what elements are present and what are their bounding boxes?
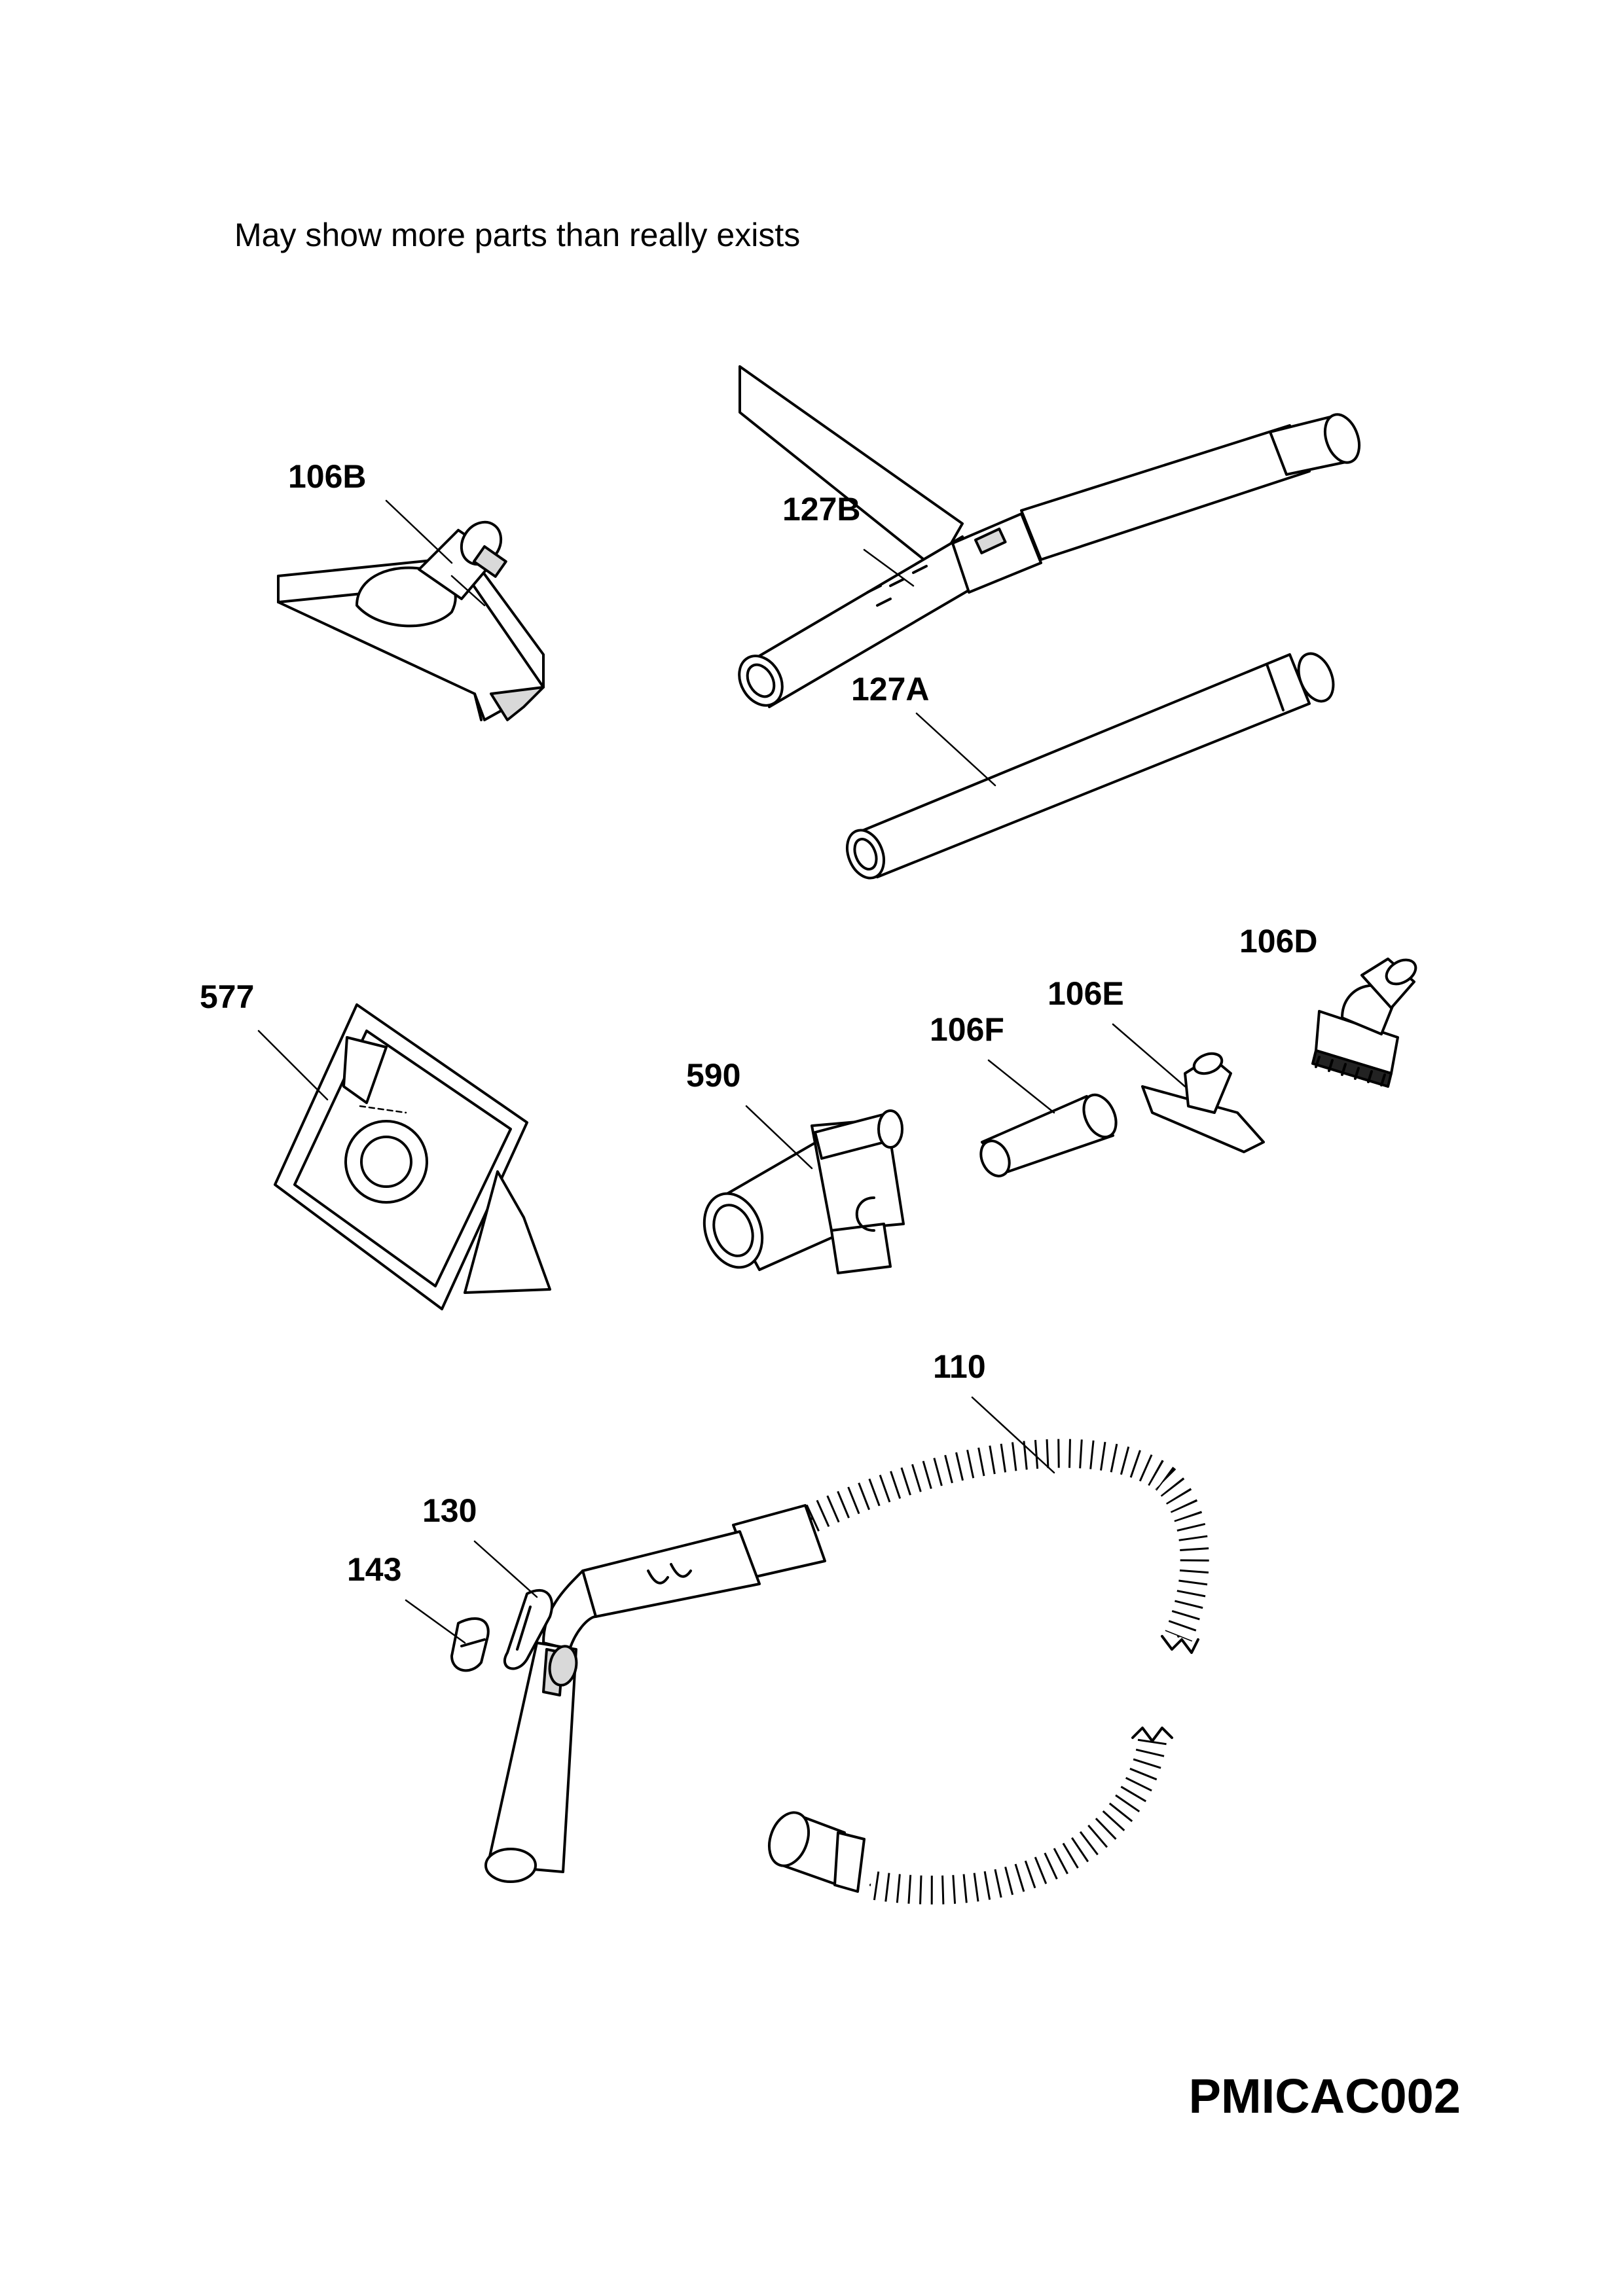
part-hose-handle-110 [484, 1436, 1212, 1907]
leader-143 [405, 1599, 466, 1644]
leader-590 [745, 1105, 813, 1170]
part-slide-button-130 [503, 1589, 554, 1670]
label-106D: 106D [1239, 923, 1318, 960]
part-upholstery-tool-106E [1141, 1052, 1265, 1153]
label-143: 143 [347, 1551, 401, 1588]
leader-130 [473, 1540, 538, 1598]
label-130: 130 [422, 1492, 477, 1529]
part-floor-nozzle-106B [277, 520, 545, 721]
disclaimer-note: May show more parts than really exists [234, 217, 801, 253]
part-dusting-brush-106D [1311, 958, 1417, 1088]
part-telescopic-tube-127B [738, 365, 1361, 708]
part-dust-bag-577 [274, 1003, 551, 1310]
label-127A: 127A [851, 671, 930, 708]
label-577: 577 [200, 978, 254, 1015]
label-106F: 106F [930, 1011, 1004, 1048]
leader-577 [257, 1030, 329, 1101]
leader-127B [863, 548, 915, 587]
label-590: 590 [686, 1057, 740, 1094]
leader-106E [1112, 1023, 1186, 1088]
diagram-code: PMICAC002 [1188, 2069, 1461, 2123]
label-106E: 106E [1048, 975, 1124, 1012]
part-crevice-tool-106F [979, 1093, 1118, 1177]
label-110: 110 [933, 1348, 986, 1385]
part-clip-143 [450, 1617, 490, 1672]
label-106B: 106B [288, 458, 367, 495]
leader-106F [987, 1059, 1055, 1114]
leader-106B [385, 499, 453, 564]
leader-110 [971, 1396, 1055, 1474]
part-straight-tube-127A [846, 652, 1335, 880]
part-adaptor-590 [702, 1109, 905, 1274]
label-127B: 127B [782, 491, 861, 528]
leader-127A [915, 712, 996, 787]
